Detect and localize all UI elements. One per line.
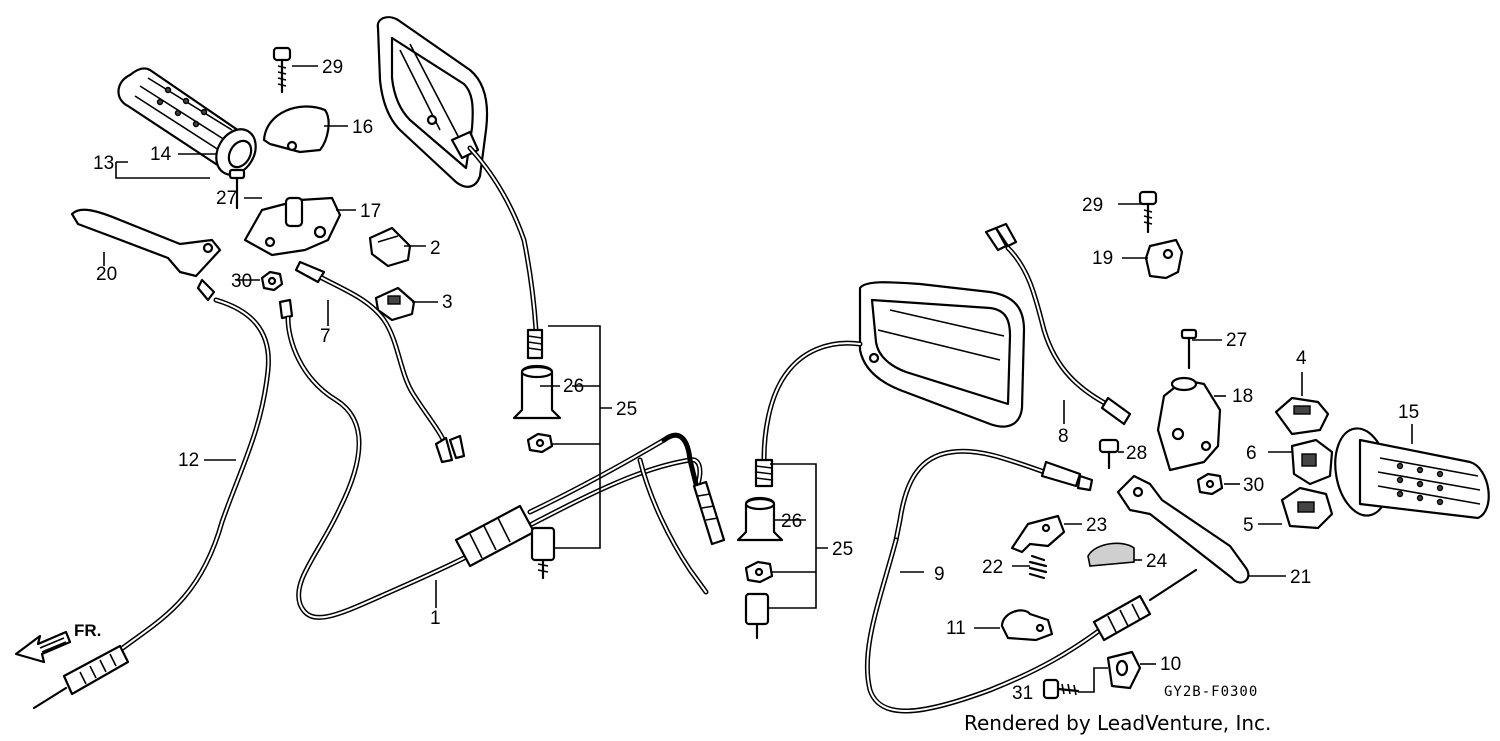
switch-harness-8 [984, 222, 1132, 426]
credit-text: Rendered by LeadVenture, Inc. [964, 711, 1271, 735]
callout-29-right: 29 [1082, 195, 1103, 216]
nut-left-25 [526, 432, 554, 454]
callout-6: 6 [1246, 443, 1257, 464]
clutch-cable-12 [32, 278, 271, 710]
nut-30-left [260, 270, 284, 292]
leader-lines [103, 65, 1413, 693]
holder-19 [1144, 238, 1184, 280]
holder-16 [262, 105, 330, 154]
bolt-left-25 [530, 526, 556, 580]
clamp-11 [1000, 609, 1054, 642]
callout-5: 5 [1243, 515, 1254, 536]
screw-27-left [228, 168, 246, 210]
brake-lever-21 [1116, 474, 1250, 584]
mirror-adapter-26-left [512, 364, 562, 420]
figure-code: GY2B-F0300 [1164, 684, 1258, 700]
callout-11: 11 [946, 618, 966, 639]
callout-19: 19 [1092, 248, 1113, 269]
left-grip [117, 67, 257, 176]
nut-right-25 [744, 560, 774, 584]
callout-16: 16 [352, 117, 373, 138]
callout-29-left: 29 [322, 57, 343, 78]
callout-15: 15 [1398, 402, 1419, 423]
callout-26-right: 26 [781, 511, 802, 532]
switch-4 [1274, 396, 1330, 436]
callout-10: 10 [1160, 654, 1181, 675]
callout-20: 20 [96, 264, 117, 285]
screw-27-right [1180, 328, 1198, 370]
callout-9: 9 [934, 564, 945, 585]
direction-label: FR. [74, 621, 101, 640]
callout-13: 13 [93, 153, 114, 174]
callout-numbers: 1 2 3 4 5 6 7 8 9 10 11 12 13 14 15 16 1… [93, 57, 1419, 704]
clutch-lever-20 [70, 208, 222, 278]
throttle-cable-1 [278, 298, 726, 620]
callout-3: 3 [442, 292, 453, 313]
callout-17: 17 [360, 201, 381, 222]
callout-30-right: 30 [1243, 475, 1264, 496]
callout-27-left: 27 [216, 188, 237, 209]
cover-24 [1087, 542, 1135, 567]
callout-25-right: 25 [832, 539, 853, 560]
bolt-31 [1042, 678, 1080, 700]
plate-10 [1106, 650, 1142, 690]
callout-12: 12 [178, 450, 199, 471]
switch-harness-7 [294, 260, 466, 464]
callout-26-left: 26 [563, 376, 584, 397]
callout-8: 8 [1058, 426, 1069, 447]
callout-27-right: 27 [1226, 330, 1247, 351]
screw-28 [1098, 438, 1120, 470]
callout-28: 28 [1126, 443, 1147, 464]
callout-22: 22 [982, 557, 1003, 578]
callout-18: 18 [1232, 386, 1253, 407]
mirror-left [376, 16, 544, 360]
switch-6 [1290, 438, 1334, 486]
callout-24: 24 [1146, 551, 1168, 572]
callout-2: 2 [430, 238, 441, 259]
callout-1: 1 [430, 608, 441, 629]
screw-29-left [272, 46, 292, 94]
lever-bracket-18 [1156, 376, 1222, 472]
bracket-23 [1010, 514, 1066, 554]
right-grip-15 [1334, 427, 1490, 520]
callout-23: 23 [1086, 515, 1107, 536]
callout-14: 14 [150, 144, 172, 165]
callout-31: 31 [1012, 683, 1033, 704]
switch-5 [1280, 486, 1334, 530]
front-direction-arrow: FR. [14, 621, 101, 664]
mirror-adapter-26-right [736, 496, 784, 542]
brake-cable-9 [864, 448, 1198, 714]
spring-22 [1028, 554, 1048, 580]
callout-7: 7 [320, 326, 331, 347]
bolt-right-25 [744, 592, 770, 640]
mirror-right [754, 281, 1026, 488]
screw-29-right [1138, 190, 1158, 234]
callout-30-left: 30 [231, 271, 252, 292]
callout-25-left: 25 [616, 399, 637, 420]
lever-bracket-17 [243, 196, 342, 257]
callout-21: 21 [1290, 567, 1311, 588]
nut-30-right [1196, 472, 1224, 496]
switch-2 [368, 226, 412, 268]
callout-4: 4 [1296, 348, 1307, 369]
